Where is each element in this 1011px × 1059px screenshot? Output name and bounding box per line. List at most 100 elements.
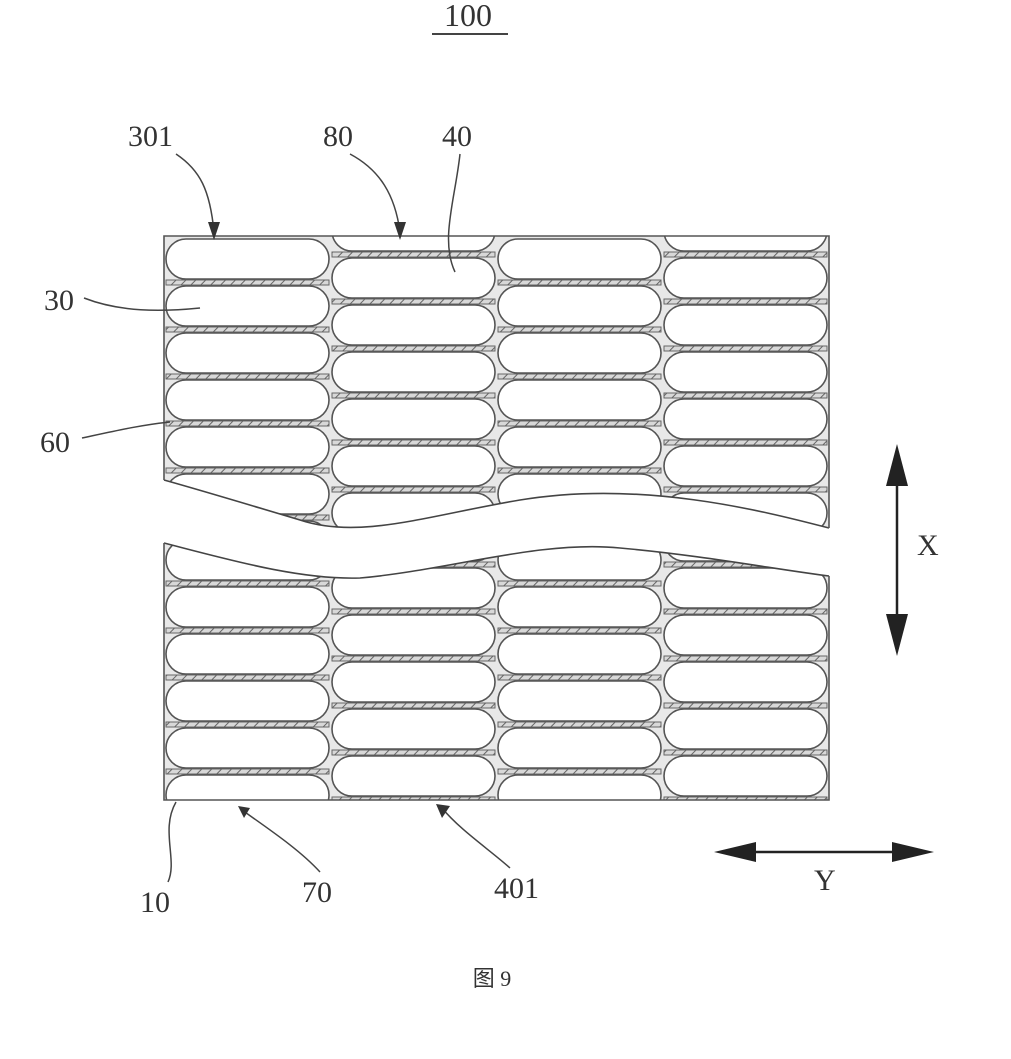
cell: [166, 380, 329, 420]
bonding-band: [664, 252, 827, 257]
bonding-band: [166, 280, 329, 285]
label-301: 301: [128, 120, 173, 153]
cell: [664, 756, 827, 796]
label-401: 401: [494, 872, 539, 905]
bonding-band: [664, 750, 827, 755]
x-axis-label: X: [917, 529, 939, 562]
cell: [166, 333, 329, 373]
label-60: 60: [40, 426, 70, 459]
figure-number: 100: [444, 0, 492, 33]
cell: [332, 258, 495, 298]
bonding-band: [664, 534, 827, 539]
leader-80: [350, 154, 400, 232]
cell: [664, 615, 827, 655]
bonding-band: [498, 722, 661, 727]
bonding-band: [498, 515, 661, 520]
cell: [498, 681, 661, 721]
cell: [166, 728, 329, 768]
cell: [664, 258, 827, 298]
bonding-band: [498, 327, 661, 332]
bonding-band: [332, 346, 495, 351]
cell: [498, 775, 661, 815]
cell: [332, 709, 495, 749]
cell: [664, 399, 827, 439]
upper-plate: [164, 211, 829, 567]
x-axis-arrowhead-up: [886, 444, 908, 486]
bonding-band: [664, 299, 827, 304]
cell: [498, 286, 661, 326]
bonding-band: [166, 628, 329, 633]
cell: [332, 756, 495, 796]
bonding-band: [664, 393, 827, 398]
cell: [664, 352, 827, 392]
cell: [166, 286, 329, 326]
cell: [166, 239, 329, 279]
y-axis-label: Y: [814, 864, 836, 897]
bonding-band: [332, 487, 495, 492]
cell: [664, 662, 827, 702]
bonding-band: [166, 374, 329, 379]
leader-60: [82, 422, 170, 438]
bonding-band: [498, 628, 661, 633]
cell: [664, 568, 827, 608]
bonding-band: [498, 421, 661, 426]
figure-caption: 图 9: [473, 966, 512, 991]
bonding-band: [332, 656, 495, 661]
label-10: 10: [140, 886, 170, 919]
bonding-band: [332, 393, 495, 398]
lower-plate: [164, 521, 829, 821]
bonding-band: [166, 581, 329, 586]
bonding-band: [166, 675, 329, 680]
y-axis-arrowhead-left: [714, 842, 756, 862]
bonding-band: [166, 327, 329, 332]
bonding-band: [332, 299, 495, 304]
bonding-band: [498, 675, 661, 680]
bonding-band: [166, 769, 329, 774]
bonding-band: [498, 816, 661, 821]
leader-301: [176, 154, 214, 232]
y-axis-arrowhead-right: [892, 842, 934, 862]
cell: [332, 568, 495, 608]
bonding-band: [664, 440, 827, 445]
cell: [166, 634, 329, 674]
cell: [166, 587, 329, 627]
cell: [664, 211, 827, 251]
cell: [332, 662, 495, 702]
bonding-band: [498, 468, 661, 473]
cell: [166, 681, 329, 721]
bonding-band: [166, 515, 329, 520]
cell: [498, 634, 661, 674]
bonding-band: [166, 421, 329, 426]
cell: [332, 305, 495, 345]
label-80: 80: [323, 120, 353, 153]
cell: [498, 239, 661, 279]
bonding-band: [498, 280, 661, 285]
bonding-band: [166, 722, 329, 727]
bonding-band: [332, 252, 495, 257]
leader-10: [168, 802, 176, 882]
cell: [166, 474, 329, 514]
bonding-band: [498, 374, 661, 379]
cell: [498, 587, 661, 627]
bonding-band: [664, 703, 827, 708]
cell: [498, 728, 661, 768]
bonding-band: [332, 703, 495, 708]
cell: [498, 427, 661, 467]
arrowhead-70: [238, 806, 250, 818]
bonding-band: [664, 487, 827, 492]
cell: [664, 709, 827, 749]
cell: [664, 446, 827, 486]
bonding-band: [332, 534, 495, 539]
cell: [332, 352, 495, 392]
bonding-band: [166, 816, 329, 821]
bonding-band: [332, 750, 495, 755]
leader-401: [442, 808, 510, 868]
bonding-band: [664, 609, 827, 614]
cell: [332, 446, 495, 486]
cell: [498, 540, 661, 580]
bonding-band: [664, 346, 827, 351]
x-axis-arrowhead-down: [886, 614, 908, 656]
bonding-band: [332, 609, 495, 614]
bonding-band: [332, 562, 495, 567]
